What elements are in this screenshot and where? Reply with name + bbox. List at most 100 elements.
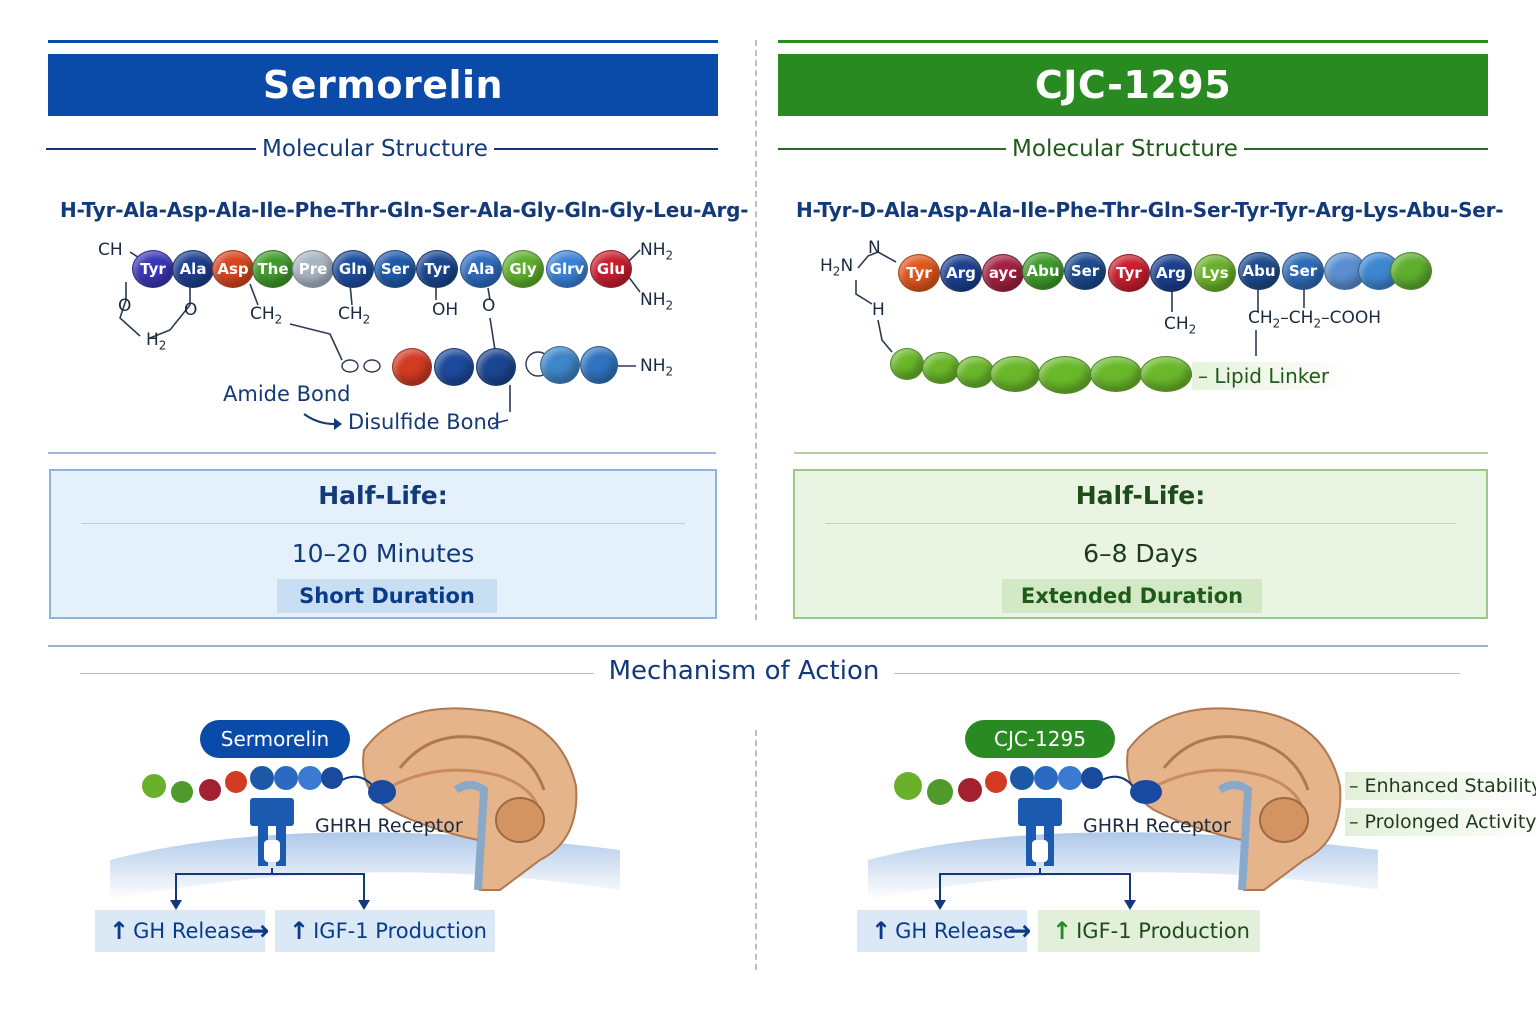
peptide-chain-icon xyxy=(894,766,1162,805)
left-gh-release-box: ↑ GH Release xyxy=(95,910,265,952)
right-ghrh-receptor-label: GHRH Receptor xyxy=(1083,815,1231,837)
left-bead: Ala xyxy=(460,250,502,288)
left-structure-lines xyxy=(119,249,641,430)
right-bead: Ser xyxy=(1282,252,1324,290)
brain-icon xyxy=(362,707,578,891)
lipid-bead xyxy=(1140,356,1192,392)
left-title: Sermorelin xyxy=(262,63,504,107)
lipid-bead xyxy=(956,356,994,388)
left-ch-label: CH xyxy=(98,240,123,260)
lipid-bead xyxy=(1090,356,1142,392)
left-section-divider xyxy=(48,452,716,454)
right-title: CJC-1295 xyxy=(1034,63,1232,107)
left-head-line-r xyxy=(494,148,718,150)
left-igf-box: ↑ IGF-1 Production xyxy=(275,910,495,952)
right-section-title: Molecular Structure xyxy=(1006,132,1244,166)
mechanism-top-rule xyxy=(48,645,1488,647)
right-mechanism-art xyxy=(868,707,1378,910)
left-half-life-value: 10–20 Minutes xyxy=(291,539,475,568)
right-bead: Abu xyxy=(1022,252,1064,290)
left-o-label: O xyxy=(482,296,496,316)
right-h-label: H xyxy=(872,300,885,320)
arrow-up-icon: ↑ xyxy=(1052,917,1073,945)
arrow-right-icon: → xyxy=(246,914,270,947)
left-igf-label: IGF-1 Production xyxy=(313,919,487,943)
mechanism-title: Mechanism of Action xyxy=(608,656,880,686)
left-title-bar: Sermorelin xyxy=(48,54,718,116)
left-o-label: O xyxy=(118,296,132,316)
right-structure-lines xyxy=(855,251,1305,377)
receptor-icon xyxy=(1018,798,1062,866)
peptide-chain-icon xyxy=(142,766,396,804)
right-half-life-divider xyxy=(825,523,1456,524)
right-head-line-r xyxy=(1244,148,1488,150)
arrow-up-icon: ↑ xyxy=(289,917,310,945)
left-sub-bead xyxy=(580,346,618,384)
right-igf-label: IGF-1 Production xyxy=(1076,919,1250,943)
lipid-bead xyxy=(1038,356,1092,394)
right-duration-tag: Extended Duration xyxy=(1002,579,1262,613)
right-half-life-box: Half-Life: 6–8 Days Extended Duration xyxy=(793,469,1488,619)
left-bead: Ser xyxy=(374,250,416,288)
lipid-bead xyxy=(890,348,924,380)
receptor-icon xyxy=(250,798,294,866)
right-head-line-l xyxy=(778,148,1006,150)
left-sub-bead xyxy=(476,348,516,386)
right-bead: Arg xyxy=(1150,254,1192,292)
disulfide-arrow-icon xyxy=(334,418,342,430)
right-gh-release-box: ↑ GH Release xyxy=(857,910,1027,952)
mechanism-line-l xyxy=(80,673,594,674)
right-cooh-label: CH2–CH2–COOH xyxy=(1248,308,1382,331)
mechanism-line-r xyxy=(894,673,1460,674)
right-gh-release-label: GH Release xyxy=(895,919,1016,943)
right-bead-extra xyxy=(1390,252,1432,290)
right-top-rule xyxy=(778,40,1488,43)
left-ghrh-receptor-label: GHRH Receptor xyxy=(315,815,463,837)
right-title-bar: CJC-1295 xyxy=(778,54,1488,116)
right-bead: Arg xyxy=(940,254,982,292)
left-half-life-box: Half-Life: 10–20 Minutes Short Duration xyxy=(49,469,717,619)
left-bead: Ala xyxy=(172,250,214,288)
left-head-line-l xyxy=(46,148,256,150)
benefit-enhanced-stability: – Enhanced Stability xyxy=(1345,772,1536,800)
right-bead: ayc xyxy=(982,254,1024,292)
right-bead: Ser xyxy=(1064,252,1106,290)
sermorelin-pill: Sermorelin xyxy=(200,720,350,758)
right-sequence: H-Tyr-D-Ala-Asp-Ala-Ile-Phe-Thr-Gln-Ser-… xyxy=(796,198,1504,222)
left-sub-bead xyxy=(434,348,474,386)
left-bead: Gln xyxy=(332,250,374,288)
center-divider-bottom xyxy=(755,730,757,970)
left-bead: Glrv xyxy=(546,250,588,288)
left-bead: Tyr xyxy=(416,250,458,288)
left-mechanism-art xyxy=(110,707,620,910)
left-ch2-a: CH2 xyxy=(250,304,283,327)
lipid-bead xyxy=(922,352,960,384)
right-half-life-title: Half-Life: xyxy=(1075,481,1206,510)
benefit-prolonged-activity: – Prolonged Activity xyxy=(1345,808,1536,836)
brain-icon xyxy=(1126,707,1342,891)
right-bead: Tyr xyxy=(898,254,940,292)
right-section-title-text: Molecular Structure xyxy=(1012,136,1238,162)
right-igf-box: ↑ IGF-1 Production xyxy=(1038,910,1260,952)
left-bead: Pre xyxy=(292,250,334,288)
left-sub-bead xyxy=(392,348,432,386)
left-gh-release-label: GH Release xyxy=(133,919,254,943)
left-h2-label: H2 xyxy=(146,330,167,353)
disulfide-bond-label: Disulfide Bond xyxy=(348,410,501,434)
left-bead: The xyxy=(252,250,294,288)
lipid-linker-label: – Lipid Linker xyxy=(1192,362,1354,390)
right-bead: Lys xyxy=(1194,254,1236,292)
left-bead: Gly xyxy=(502,250,544,288)
left-top-rule xyxy=(48,40,718,43)
lipid-bead xyxy=(990,356,1040,392)
right-bead: Tyr xyxy=(1108,254,1150,292)
left-nh2-a: NH2 xyxy=(640,240,674,263)
arrow-up-icon: ↑ xyxy=(871,917,892,945)
left-oh-label: OH xyxy=(432,300,459,320)
left-sequence: H-Tyr-Ala-Asp-Ala-Ile-Phe-Thr-Gln-Ser-Al… xyxy=(60,198,749,222)
right-half-life-value: 6–8 Days xyxy=(1083,539,1198,568)
right-n-label: N xyxy=(868,238,881,258)
left-half-life-title: Half-Life: xyxy=(318,481,448,510)
left-sub-bead xyxy=(540,346,580,384)
left-bead: Glu xyxy=(590,250,632,288)
